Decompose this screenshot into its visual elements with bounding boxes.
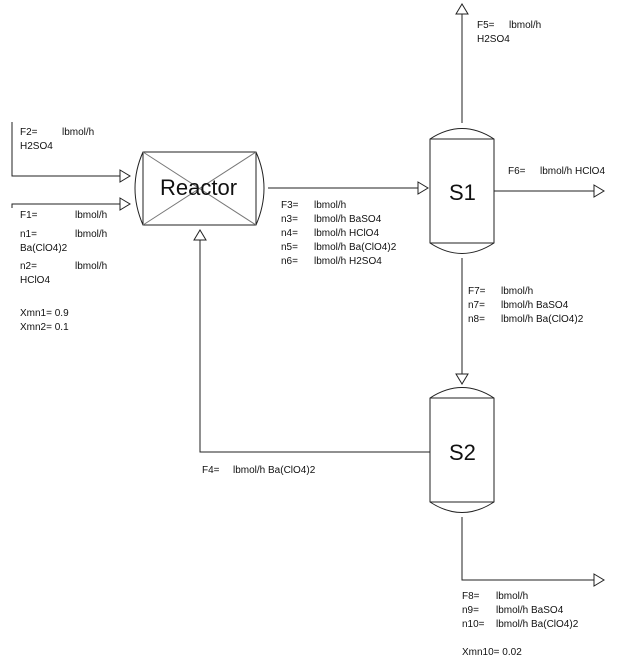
f5-unit: lbmol/h xyxy=(509,20,542,31)
stream-f6-line xyxy=(494,184,605,198)
f3-n5-unit: lbmol/h Ba(ClO4)2 xyxy=(314,242,397,253)
f7-unit: lbmol/h xyxy=(501,286,534,297)
f6-unit: lbmol/h HClO4 xyxy=(540,166,606,177)
f3-n6-unit: lbmol/h H2SO4 xyxy=(314,256,382,267)
f1-n1: n1= xyxy=(20,229,37,240)
f8-unit: lbmol/h xyxy=(496,591,529,602)
f3-n4: n4= xyxy=(281,228,298,239)
f3-n5: n5= xyxy=(281,242,298,253)
f2-unit: lbmol/h xyxy=(62,127,95,138)
f2-component: H2SO4 xyxy=(20,141,53,152)
f1-n1-unit: lbmol/h xyxy=(75,229,108,240)
f3-n3-unit: lbmol/h BaSO4 xyxy=(314,214,382,225)
spec-xmn2: Xmn2= 0.1 xyxy=(20,322,69,333)
reactor-label: Reactor xyxy=(160,175,238,200)
reactor-vessel xyxy=(134,151,265,226)
f7-n8: n8= xyxy=(468,314,485,325)
f6-flow: F6= xyxy=(508,166,526,177)
stream-f5-line xyxy=(455,3,469,123)
stream-f2-line xyxy=(11,122,131,183)
f7-n7-unit: lbmol/h BaSO4 xyxy=(501,300,569,311)
s1-label: S1 xyxy=(449,180,476,205)
s1-separator xyxy=(429,128,495,254)
f3-n4-unit: lbmol/h HClO4 xyxy=(314,228,380,239)
f8-flow: F8= xyxy=(462,591,480,602)
f3-n6: n6= xyxy=(281,256,298,267)
f8-n10-unit: lbmol/h Ba(ClO4)2 xyxy=(496,619,579,630)
f4-unit: lbmol/h Ba(ClO4)2 xyxy=(233,465,316,476)
f7-flow: F7= xyxy=(468,286,486,297)
f1-unit: lbmol/h xyxy=(75,210,108,221)
s2-separator xyxy=(429,387,495,513)
f1-n2-unit: lbmol/h xyxy=(75,261,108,272)
spec-xmn1: Xmn1= 0.9 xyxy=(20,308,69,319)
stream-f7-line xyxy=(455,258,469,385)
f8-n9: n9= xyxy=(462,605,479,616)
f5-flow: F5= xyxy=(477,20,495,31)
f7-n7: n7= xyxy=(468,300,485,311)
f1-n2-component: HClO4 xyxy=(20,275,51,286)
f3-n3: n3= xyxy=(281,214,298,225)
f8-n9-unit: lbmol/h BaSO4 xyxy=(496,605,564,616)
f3-unit: lbmol/h xyxy=(314,200,347,211)
stream-f8-line xyxy=(461,517,605,587)
f3-flow: F3= xyxy=(281,200,299,211)
stream-f3-line xyxy=(268,181,429,195)
spec-xmn10: Xmn10= 0.02 xyxy=(462,647,522,658)
f1-n2: n2= xyxy=(20,261,37,272)
f5-component: H2SO4 xyxy=(477,34,510,45)
f1-n1-component: Ba(ClO4)2 xyxy=(20,243,68,254)
f7-n8-unit: lbmol/h Ba(ClO4)2 xyxy=(501,314,584,325)
stream-f4-line xyxy=(193,229,430,453)
s2-label: S2 xyxy=(449,440,476,465)
f8-n10: n10= xyxy=(462,619,485,630)
f1-flow: F1= xyxy=(20,210,38,221)
f4-flow: F4= xyxy=(202,465,220,476)
f2-flow: F2= xyxy=(20,127,38,138)
stream-f1-line xyxy=(11,197,131,211)
